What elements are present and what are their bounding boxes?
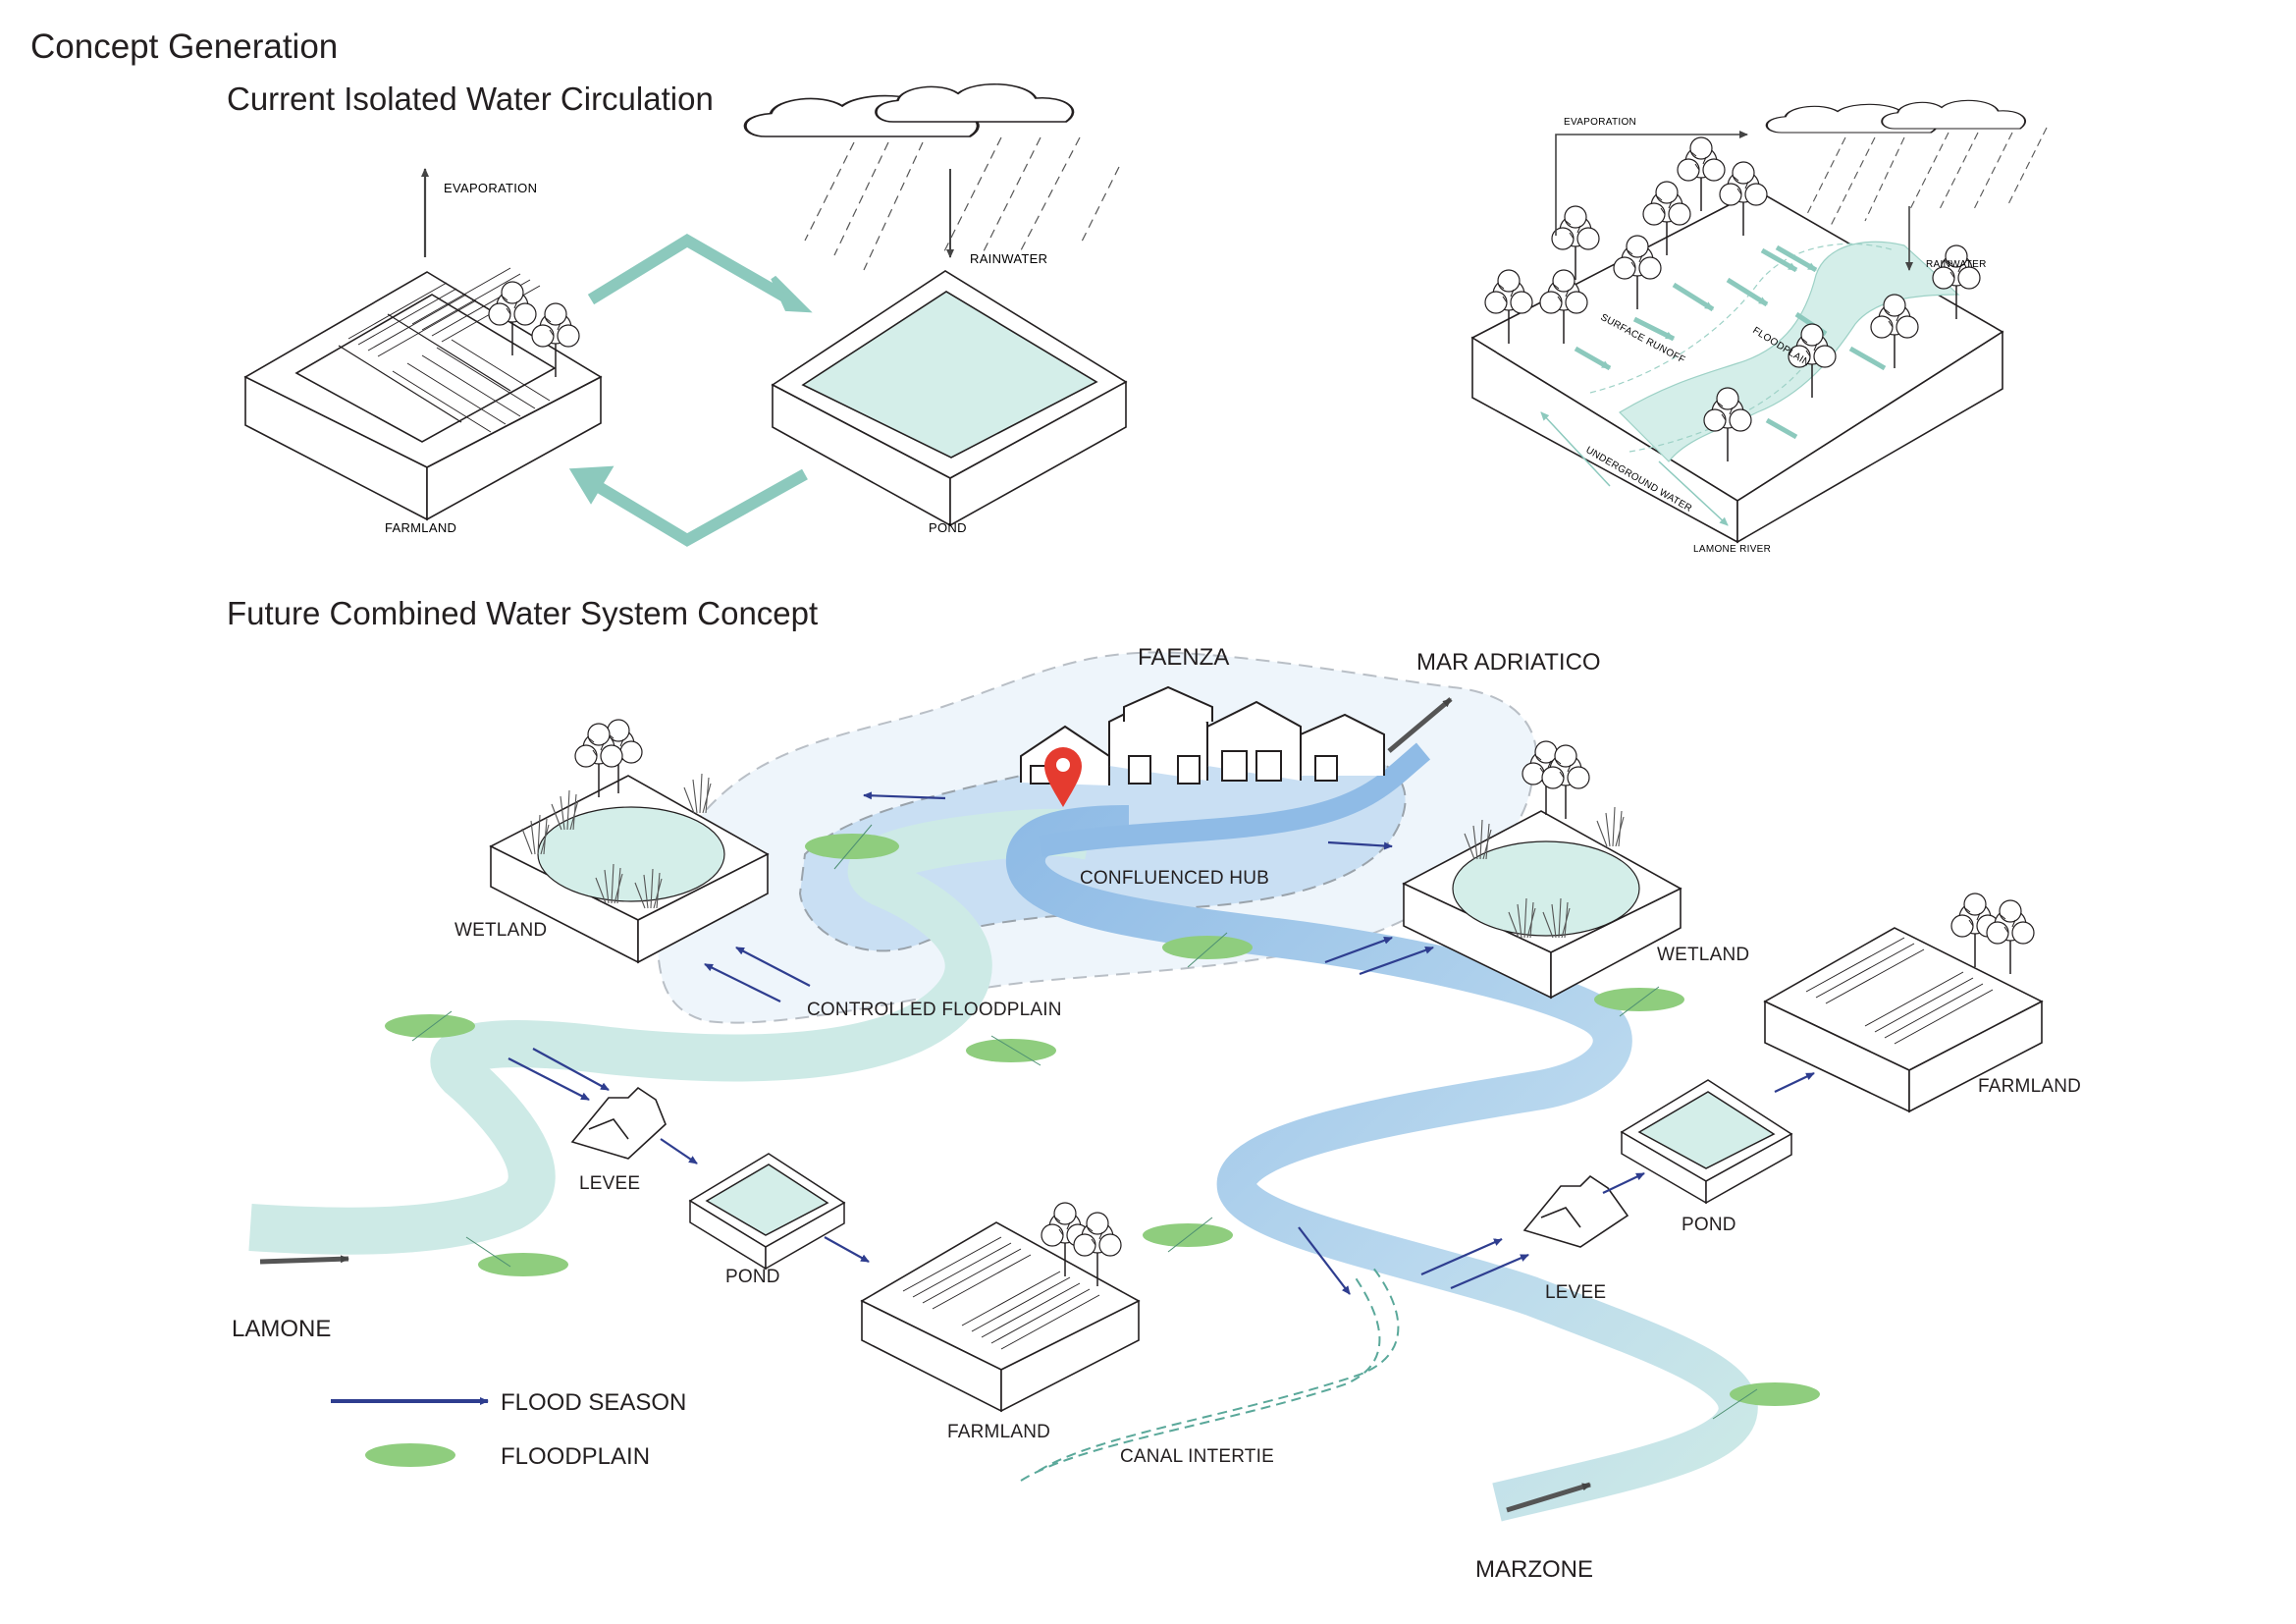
levee-right-icon xyxy=(1522,1174,1629,1248)
lamone-river-label: LAMONE RIVER xyxy=(1693,544,1771,555)
main-title: Concept Generation xyxy=(30,27,339,66)
faenza-label: FAENZA xyxy=(1138,644,1230,671)
canal-intertie-line xyxy=(1038,1266,1400,1472)
cloud-icon xyxy=(743,82,1075,138)
faenza-buildings-icon xyxy=(1020,685,1385,785)
pond-right-block xyxy=(1620,1079,1793,1205)
levee-left-label: LEVEE xyxy=(579,1173,641,1194)
arrowhead-icon xyxy=(771,275,813,313)
arrowhead-icon xyxy=(568,465,614,505)
legend-floodplain-label: FLOODPLAIN xyxy=(501,1443,651,1470)
rain-lines xyxy=(804,136,1120,271)
river-section-diagram: EVAPORATION RAINWATER SURFACE RUNOFF FLO… xyxy=(1470,99,2048,555)
pond-left-block xyxy=(688,1153,846,1271)
mar-adriatico-label: MAR ADRIATICO xyxy=(1416,649,1601,676)
farmland-block xyxy=(243,267,603,521)
circulation-arrow-bottom xyxy=(585,468,808,547)
levee-right-label: LEVEE xyxy=(1545,1282,1607,1303)
pond-block xyxy=(771,270,1128,527)
farmland-center-label: FARMLAND xyxy=(947,1422,1051,1442)
legend-floodplain-swatch xyxy=(365,1443,455,1467)
canal-intertie-line xyxy=(1020,1275,1381,1482)
farmland-right-label: FARMLAND xyxy=(1978,1076,2082,1097)
farmland-right-block xyxy=(1763,927,2044,1113)
location-pin-icon xyxy=(1044,747,1082,807)
channel-to-sea xyxy=(1038,742,1431,857)
circulation-arrow-top xyxy=(587,234,796,307)
rainwater-label: RAINWATER xyxy=(1926,259,1987,270)
floodplain-ticks xyxy=(411,824,1758,1420)
rainwater-label: RAINWATER xyxy=(970,251,1047,266)
pond-left-label: POND xyxy=(725,1267,780,1287)
farmland-label: FARMLAND xyxy=(385,520,456,535)
marzone-label: MARZONE xyxy=(1475,1556,1593,1583)
canal-intertie-label: CANAL INTERTIE xyxy=(1120,1446,1274,1467)
lamone-inflow-arrow xyxy=(259,1255,349,1265)
lamone-river xyxy=(248,808,1095,1255)
future-system-diagram xyxy=(248,651,2044,1522)
wetland-left-label: WETLAND xyxy=(454,920,548,941)
pond-label: POND xyxy=(929,520,967,535)
lamone-label: LAMONE xyxy=(232,1316,332,1342)
floodplain-patches xyxy=(385,834,1820,1406)
evaporation-label: EVAPORATION xyxy=(444,181,537,195)
flood-season-arrows xyxy=(507,791,1815,1295)
evaporation-label: EVAPORATION xyxy=(1564,117,1636,128)
levee-left-icon xyxy=(570,1086,667,1160)
confluenced-hub-label: CONFLUENCED HUB xyxy=(1080,868,1270,889)
cloud-icon xyxy=(1765,99,2027,135)
evaporation-arrow xyxy=(1555,131,1748,236)
pond-right-label: POND xyxy=(1682,1215,1736,1235)
legend-flood-season-label: FLOOD SEASON xyxy=(501,1389,687,1416)
wetland-right-block xyxy=(1402,810,1682,1000)
wetland-right-label: WETLAND xyxy=(1657,945,1750,965)
future-section-title: Future Combined Water System Concept xyxy=(227,595,819,631)
marzone-inflow-arrow xyxy=(1506,1482,1591,1513)
controlled-floodplain-label: CONTROLLED FLOODPLAIN xyxy=(807,1000,1062,1020)
farmland-center-block xyxy=(860,1221,1141,1413)
wetland-left-block xyxy=(489,775,770,964)
current-circulation-diagram: EVAPORATION FARMLAND POND RAINWATER xyxy=(243,82,1128,547)
current-section-title: Current Isolated Water Circulation xyxy=(227,81,714,117)
marzone-river xyxy=(1005,805,1758,1522)
sea-arrow xyxy=(1387,697,1453,753)
